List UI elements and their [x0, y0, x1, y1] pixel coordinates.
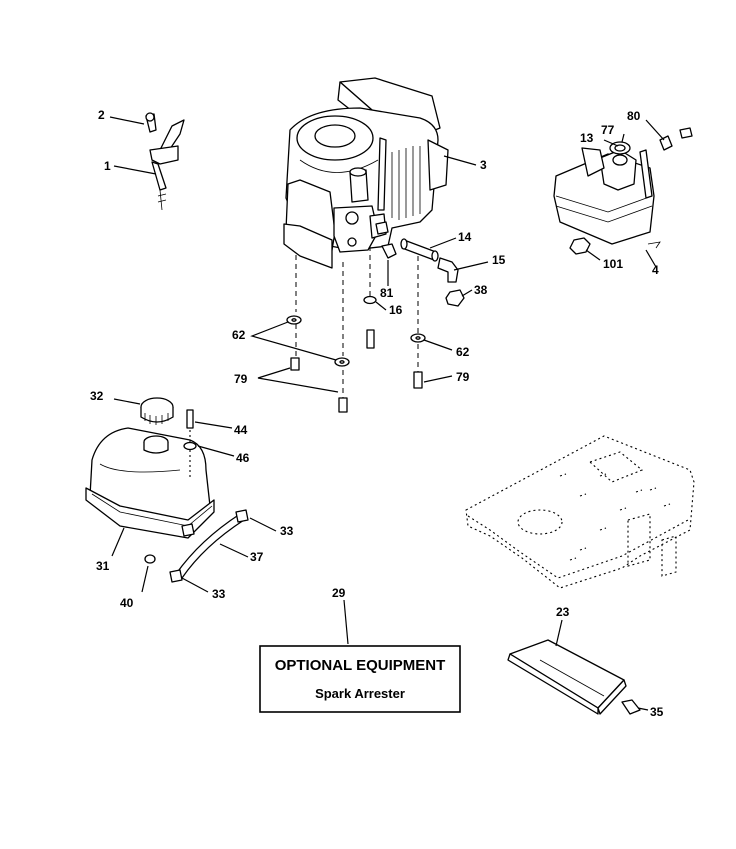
callout-81: 81 [380, 286, 394, 300]
callout-33-upper: 33 [280, 524, 294, 538]
callout-101: 101 [603, 257, 623, 271]
fuel-line-assembly [381, 238, 465, 307]
callout-13: 13 [580, 131, 594, 145]
callout-80: 80 [627, 109, 641, 123]
callout-29: 29 [332, 586, 346, 600]
optional-equipment-item: Spark Arrester [315, 686, 405, 701]
callout-77: 77 [601, 123, 615, 137]
leader-lines [109, 116, 665, 711]
callout-79-left: 79 [234, 372, 248, 386]
throttle-control-assembly [145, 112, 185, 211]
callout-46: 46 [236, 451, 250, 465]
callout-35: 35 [650, 705, 664, 719]
callout-44: 44 [234, 423, 248, 437]
callout-2: 2 [98, 108, 105, 122]
callout-3: 3 [480, 158, 487, 172]
callout-16: 16 [389, 303, 403, 317]
callout-62-left: 62 [232, 328, 246, 342]
mounting-hardware [250, 246, 453, 413]
callout-15: 15 [492, 253, 506, 267]
callout-31: 31 [96, 559, 110, 573]
callout-32: 32 [90, 389, 104, 403]
callout-23: 23 [556, 605, 570, 619]
callout-37: 37 [250, 550, 264, 564]
callout-14: 14 [458, 230, 472, 244]
fuel-tank-assembly [85, 397, 249, 583]
callout-40: 40 [120, 596, 134, 610]
engine-assembly [283, 77, 449, 269]
callout-labels: 2 1 3 4 13 77 80 101 14 15 38 81 16 62 6… [90, 108, 664, 719]
callout-38: 38 [474, 283, 488, 297]
callout-1: 1 [104, 159, 111, 173]
callout-33-lower: 33 [212, 587, 226, 601]
callout-79-right: 79 [456, 370, 470, 384]
callout-62-right: 62 [456, 345, 470, 359]
muffler-assembly [553, 127, 693, 255]
heat-shield-assembly [507, 639, 641, 715]
chassis-plate [465, 435, 695, 589]
callout-4: 4 [652, 263, 659, 277]
optional-equipment-box: OPTIONAL EQUIPMENT Spark Arrester [259, 645, 461, 713]
optional-equipment-title: OPTIONAL EQUIPMENT [275, 657, 446, 674]
